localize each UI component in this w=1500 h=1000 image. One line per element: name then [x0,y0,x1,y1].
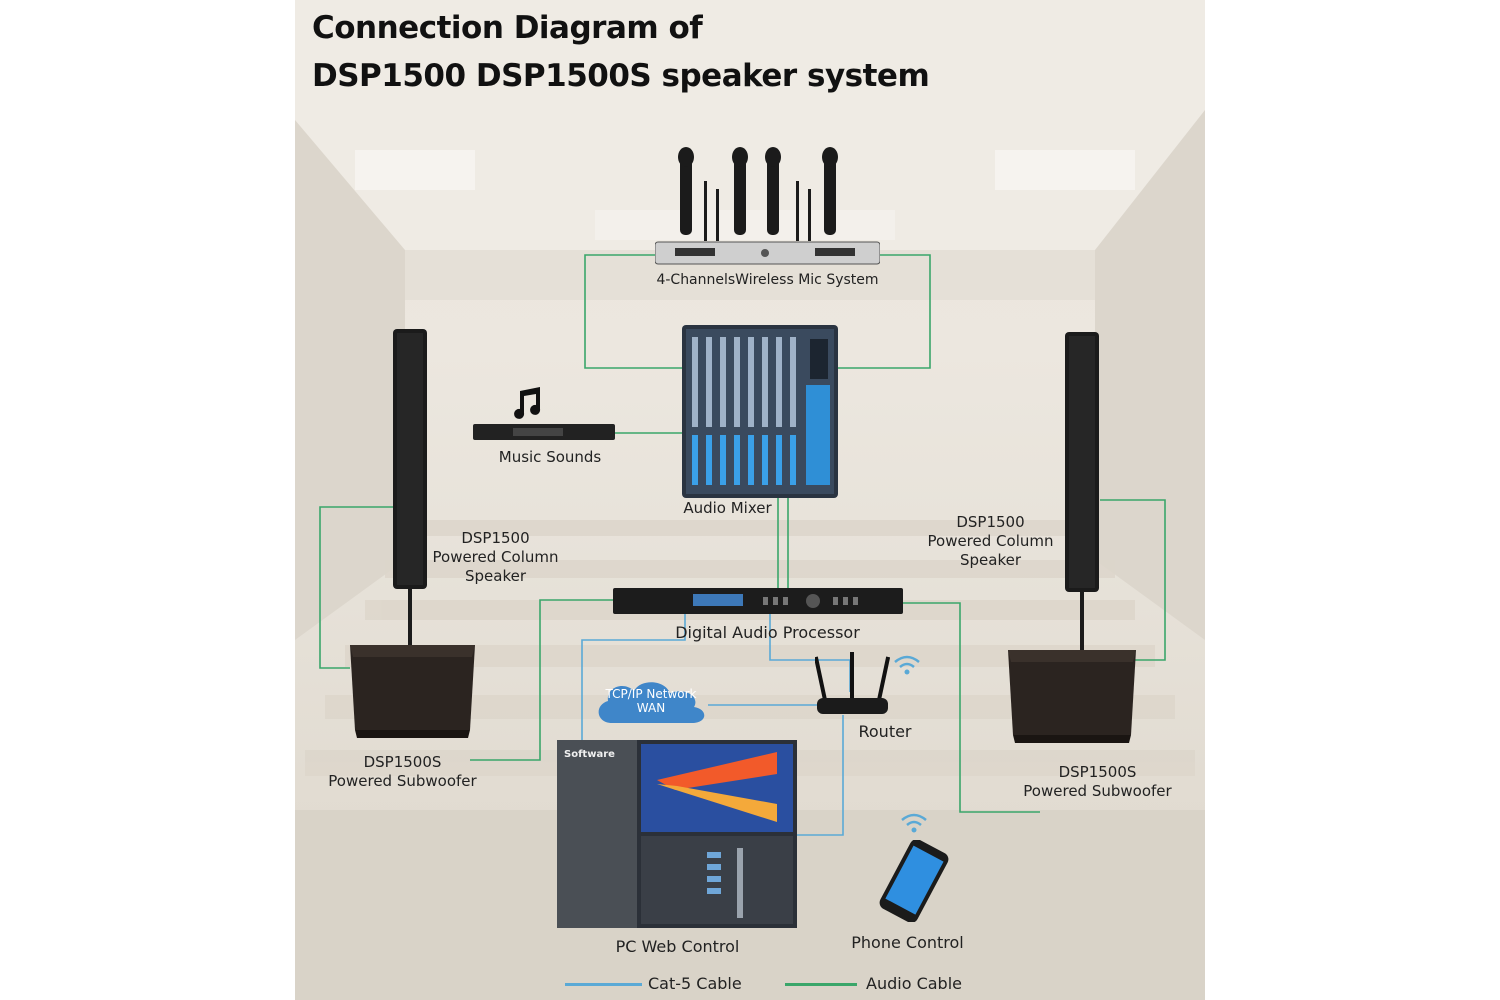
sub-right-line-2: Powered Subwoofer [1023,782,1172,800]
pc-software-label: Software [564,749,615,760]
auditorium-background [295,0,1205,1000]
network-label: TCP/IP Network WAN [592,687,710,715]
column-right-line-1: DSP1500 [956,513,1025,531]
microphone-icon [678,147,838,241]
sub-right-line-1: DSP1500S [1058,763,1137,781]
audio-processor-device [613,588,903,614]
subwoofer-right [1008,650,1136,743]
pc-software-screenshot [557,740,797,928]
music-sounds-label: Music Sounds [498,448,602,466]
audio-mixer-label: Audio Mixer [683,499,772,517]
column-right-line-2: Powered Column [927,532,1054,550]
wifi-icon [894,655,920,675]
pc-web-control-label: PC Web Control [615,937,740,956]
smartphone-icon [879,840,949,922]
sub-left-line-2: Powered Subwoofer [328,772,477,790]
phone-control-label: Phone Control [851,933,964,952]
column-speaker-left-label: DSP1500 Powered Column Speaker [418,529,573,586]
network-line-1: TCP/IP Network [605,687,697,701]
subwoofer-left-label: DSP1500S Powered Subwoofer [305,753,500,791]
column-left-line-3: Speaker [464,567,526,585]
column-speaker-right-label: DSP1500 Powered Column Speaker [913,513,1068,570]
legend-cat5-swatch [565,983,642,986]
mic-system-label: 4-ChannelsWireless Mic System [656,272,879,288]
wireless-receiver [655,241,880,265]
processor-label: Digital Audio Processor [675,623,860,642]
legend-cat5-label: Cat-5 Cable [648,974,742,993]
cat5-cables [581,613,851,836]
network-line-2: WAN [636,701,666,715]
router-label: Router [858,722,912,741]
subwoofer-left [350,645,475,738]
column-speaker-right [1065,332,1099,650]
legend-audio-swatch [785,983,857,986]
sub-left-line-1: DSP1500S [363,753,442,771]
wifi-icon [901,813,927,833]
music-note-icon [514,387,541,419]
diagram-title-line-2: DSP1500 DSP1500S speaker system [312,58,930,94]
column-left-line-1: DSP1500 [461,529,530,547]
column-right-line-3: Speaker [959,551,1021,569]
cloud-icon [598,682,705,723]
diagram-title-line-1: Connection Diagram of [312,10,703,46]
subwoofer-right-label: DSP1500S Powered Subwoofer [1000,763,1195,801]
legend-audio-label: Audio Cable [866,974,962,993]
column-left-line-2: Powered Column [432,548,559,566]
audio-cables [319,254,1166,813]
music-player-device [473,424,615,440]
column-speaker-left [393,329,427,647]
router-device [815,652,890,714]
audio-mixer-device [682,325,838,498]
